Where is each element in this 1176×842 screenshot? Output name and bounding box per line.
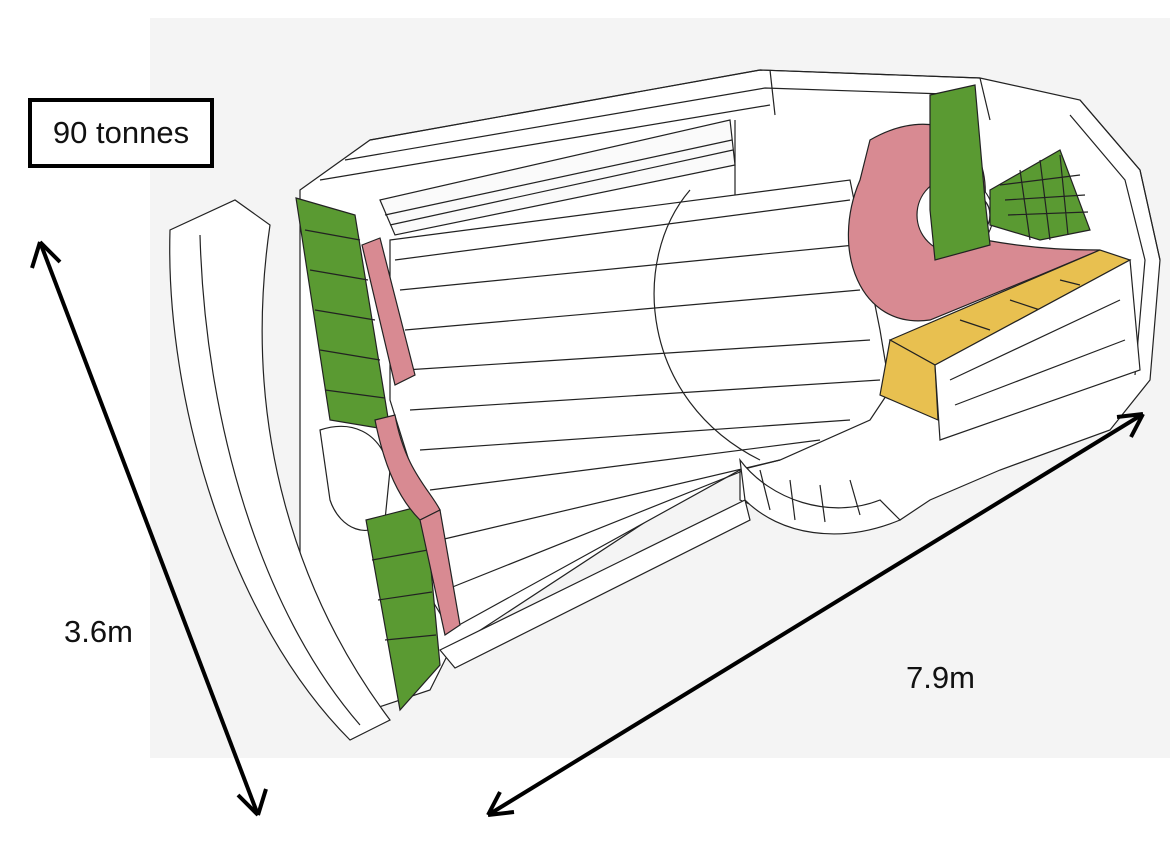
near-end-ring [169,199,391,741]
yellow-module [879,249,1132,421]
weight-label: 90 tonnes [28,98,214,168]
inner-barrel [389,179,891,631]
height-label: 3.6m [64,614,133,649]
length-arrow [486,412,1145,817]
bottom-bay [739,457,902,535]
green-endcap-grid [929,84,1091,261]
bottom-base [439,499,751,669]
right-housing [934,259,1141,441]
pink-barrel-modules-left [361,237,461,636]
top-strip [379,119,736,236]
height-arrow [30,240,268,817]
length-label: 7.9m [906,660,975,695]
